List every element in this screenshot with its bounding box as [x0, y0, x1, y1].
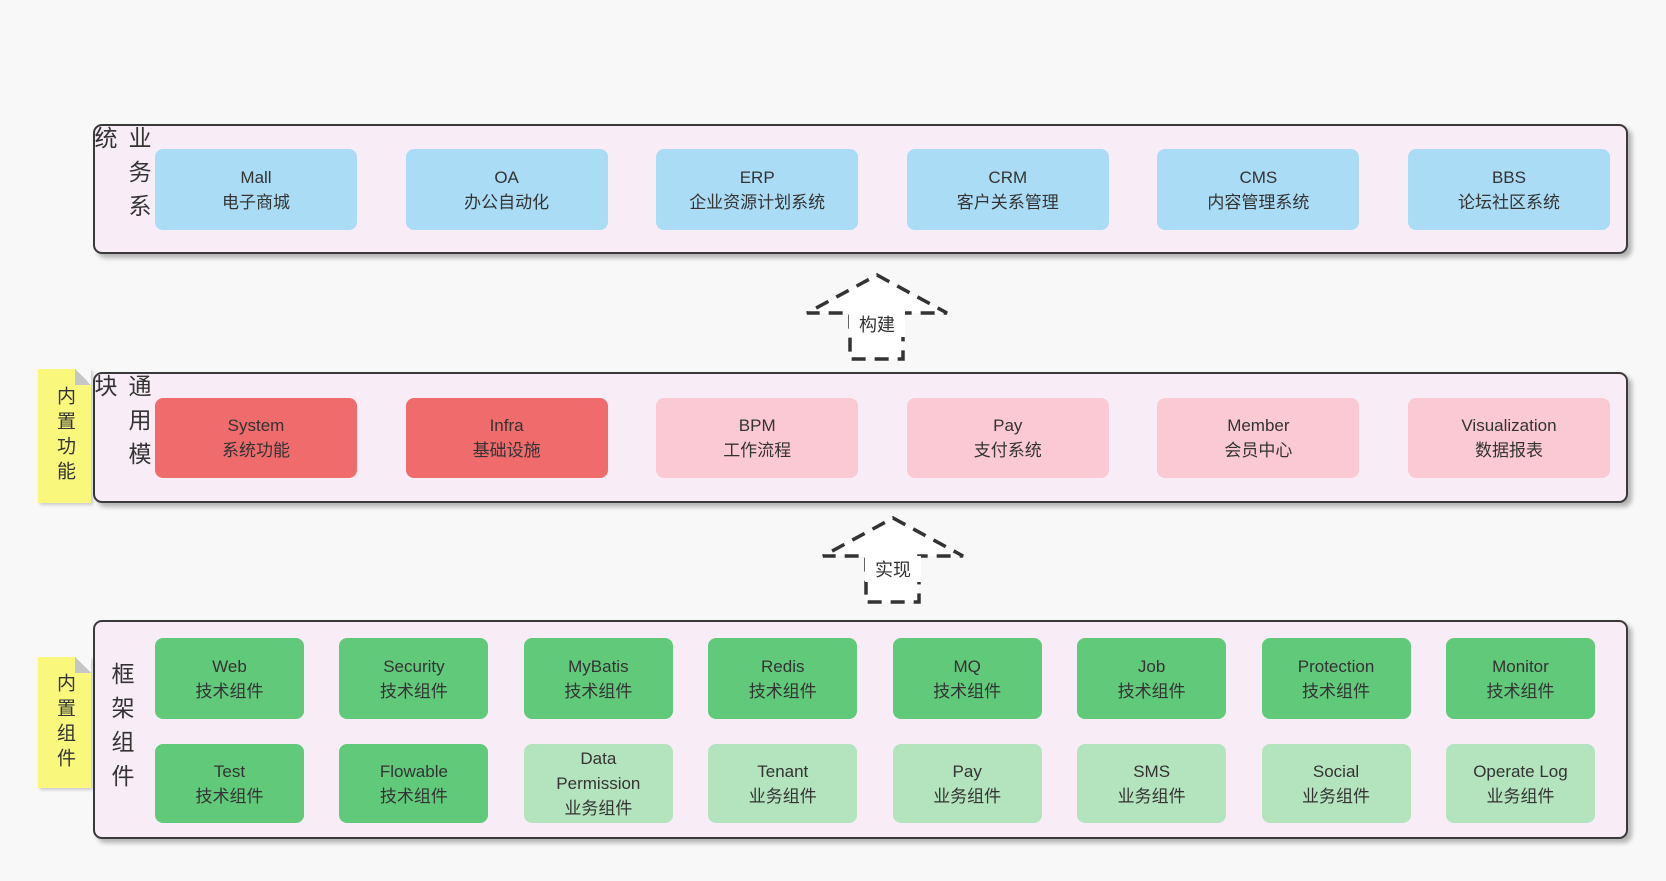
- box-en-label: BPM: [738, 416, 776, 435]
- box-protection: Protection 技术组件: [1261, 638, 1411, 719]
- box-test: Test 技术组件: [155, 744, 304, 823]
- box-operate-log: Operate Log 业务组件: [1445, 744, 1595, 823]
- box-redis: Redis 技术组件: [708, 638, 858, 719]
- box-en-label: Protection: [1297, 656, 1375, 676]
- box-en-label: SMS: [1133, 761, 1171, 781]
- box-cn-label: 会员中心: [1224, 441, 1293, 460]
- box-cn-label: 支付系统: [973, 441, 1042, 460]
- builtin-components-note: 内置组件: [38, 657, 91, 788]
- modules-box-row: System 系统功能 Infra 基础设施 BPM 工作流程 Pay 支付系统…: [155, 398, 1610, 478]
- box-cn-label: 技术组件: [564, 681, 633, 701]
- box-cn-label: 业务组件: [564, 799, 633, 818]
- box-mybatis: MyBatis 技术组件: [523, 638, 673, 719]
- layer-label-modules: 通用模块: [91, 374, 151, 476]
- box-pay: Pay 支付系统: [906, 398, 1109, 478]
- box-en-label: OA: [494, 167, 519, 187]
- box-pay-business: Pay 业务组件: [892, 744, 1042, 823]
- box-en-label: Job: [1137, 656, 1166, 676]
- box-flowable: Flowable 技术组件: [339, 744, 489, 823]
- box-cn-label: 数据报表: [1474, 441, 1543, 460]
- box-tenant: Tenant 业务组件: [708, 744, 858, 823]
- box-web: Web 技术组件: [155, 638, 304, 719]
- box-en-label: Pay: [952, 761, 982, 781]
- box-system: System 系统功能: [155, 398, 357, 478]
- framework-box-row-1: Web 技术组件 Security 技术组件 MyBatis 技术组件 Redi…: [155, 638, 1595, 719]
- box-cn-label: 技术组件: [195, 786, 264, 806]
- box-cn-label: 企业资源计划系统: [689, 192, 826, 212]
- box-cn-label: 技术组件: [1302, 681, 1371, 701]
- box-cn-label: 客户关系管理: [956, 192, 1059, 212]
- box-cn-label: 电子商城: [222, 192, 290, 212]
- box-en-label: Mall: [240, 167, 272, 187]
- box-en-label: Infra: [489, 416, 524, 435]
- box-security: Security 技术组件: [339, 638, 489, 719]
- box-en-label: CMS: [1239, 167, 1278, 187]
- business-systems-layer: 业务系统 Mall 电子商城 OA 办公自动化 ERP 企业资源计划系统 CRM…: [91, 124, 1628, 254]
- box-cn-label: 办公自动化: [464, 192, 550, 212]
- box-en-label: Web: [212, 656, 247, 676]
- box-member: Member 会员中心: [1157, 398, 1360, 478]
- business-box-row: Mall 电子商城 OA 办公自动化 ERP 企业资源计划系统 CRM 客户关系…: [155, 149, 1610, 230]
- box-erp: ERP 企业资源计划系统: [656, 149, 859, 230]
- box-en-label: MyBatis: [568, 656, 629, 676]
- box-monitor: Monitor 技术组件: [1445, 638, 1595, 719]
- builtin-features-note: 内置功能: [38, 369, 91, 503]
- box-en-label: Security: [383, 656, 445, 676]
- box-mall: Mall 电子商城: [155, 149, 357, 230]
- box-cn-label: 技术组件: [379, 681, 448, 701]
- box-visualization: Visualization 数据报表: [1407, 398, 1610, 478]
- box-cn-label: 工作流程: [723, 441, 792, 460]
- layer-label-business: 业务系统: [91, 126, 151, 228]
- box-social: Social 业务组件: [1261, 744, 1411, 823]
- box-en-label: Monitor: [1492, 656, 1549, 676]
- box-en-label: Data Permission: [556, 749, 641, 793]
- box-cn-label: 技术组件: [748, 681, 817, 701]
- box-en-label: Flowable: [379, 761, 448, 781]
- framework-components-layer: 框架组件 Web 技术组件 Security 技术组件 MyBatis 技术组件…: [93, 620, 1628, 839]
- box-cn-label: 技术组件: [933, 681, 1002, 701]
- implement-arrow-label: 实现: [865, 556, 921, 582]
- box-sms: SMS 业务组件: [1077, 744, 1227, 823]
- box-en-label: Redis: [761, 656, 805, 676]
- box-cn-label: 业务组件: [748, 786, 817, 806]
- box-en-label: System: [227, 416, 285, 435]
- build-arrow-label: 构建: [849, 311, 905, 337]
- box-infra: Infra 基础设施: [405, 398, 608, 478]
- box-cn-label: 业务组件: [1117, 786, 1186, 806]
- box-crm: CRM 客户关系管理: [906, 149, 1109, 230]
- box-bpm: BPM 工作流程: [656, 398, 859, 478]
- box-bbs: BBS 论坛社区系统: [1407, 149, 1610, 230]
- box-en-label: BBS: [1491, 167, 1526, 187]
- box-en-label: Tenant: [757, 761, 809, 781]
- box-cn-label: 系统功能: [222, 441, 290, 460]
- box-en-label: Operate Log: [1473, 761, 1568, 781]
- framework-box-row-2: Test 技术组件 Flowable 技术组件 Data Permission …: [155, 744, 1595, 823]
- box-en-label: Test: [213, 761, 246, 781]
- box-oa: OA 办公自动化: [405, 149, 608, 230]
- box-cms: CMS 内容管理系统: [1157, 149, 1360, 230]
- box-cn-label: 技术组件: [195, 681, 264, 701]
- box-cn-label: 技术组件: [379, 786, 448, 806]
- common-modules-layer: 通用模块 System 系统功能 Infra 基础设施 BPM 工作流程 Pay…: [91, 372, 1628, 503]
- box-en-label: Social: [1312, 761, 1360, 781]
- box-cn-label: 内容管理系统: [1207, 192, 1310, 212]
- box-en-label: Member: [1227, 416, 1290, 435]
- box-cn-label: 业务组件: [933, 786, 1002, 806]
- box-cn-label: 业务组件: [1486, 786, 1555, 806]
- box-en-label: ERP: [739, 167, 775, 187]
- box-cn-label: 论坛社区系统: [1457, 192, 1560, 212]
- box-en-label: CRM: [988, 167, 1028, 187]
- box-cn-label: 技术组件: [1117, 681, 1186, 701]
- layer-label-framework: 框架组件: [108, 661, 134, 798]
- box-en-label: Visualization: [1461, 416, 1557, 435]
- box-data-permission: Data Permission 业务组件: [523, 744, 673, 823]
- box-cn-label: 技术组件: [1486, 681, 1555, 701]
- box-job: Job 技术组件: [1077, 638, 1227, 719]
- box-en-label: Pay: [993, 416, 1023, 435]
- box-cn-label: 业务组件: [1302, 786, 1371, 806]
- box-cn-label: 基础设施: [472, 441, 541, 460]
- box-en-label: MQ: [953, 656, 981, 676]
- box-mq: MQ 技术组件: [892, 638, 1042, 719]
